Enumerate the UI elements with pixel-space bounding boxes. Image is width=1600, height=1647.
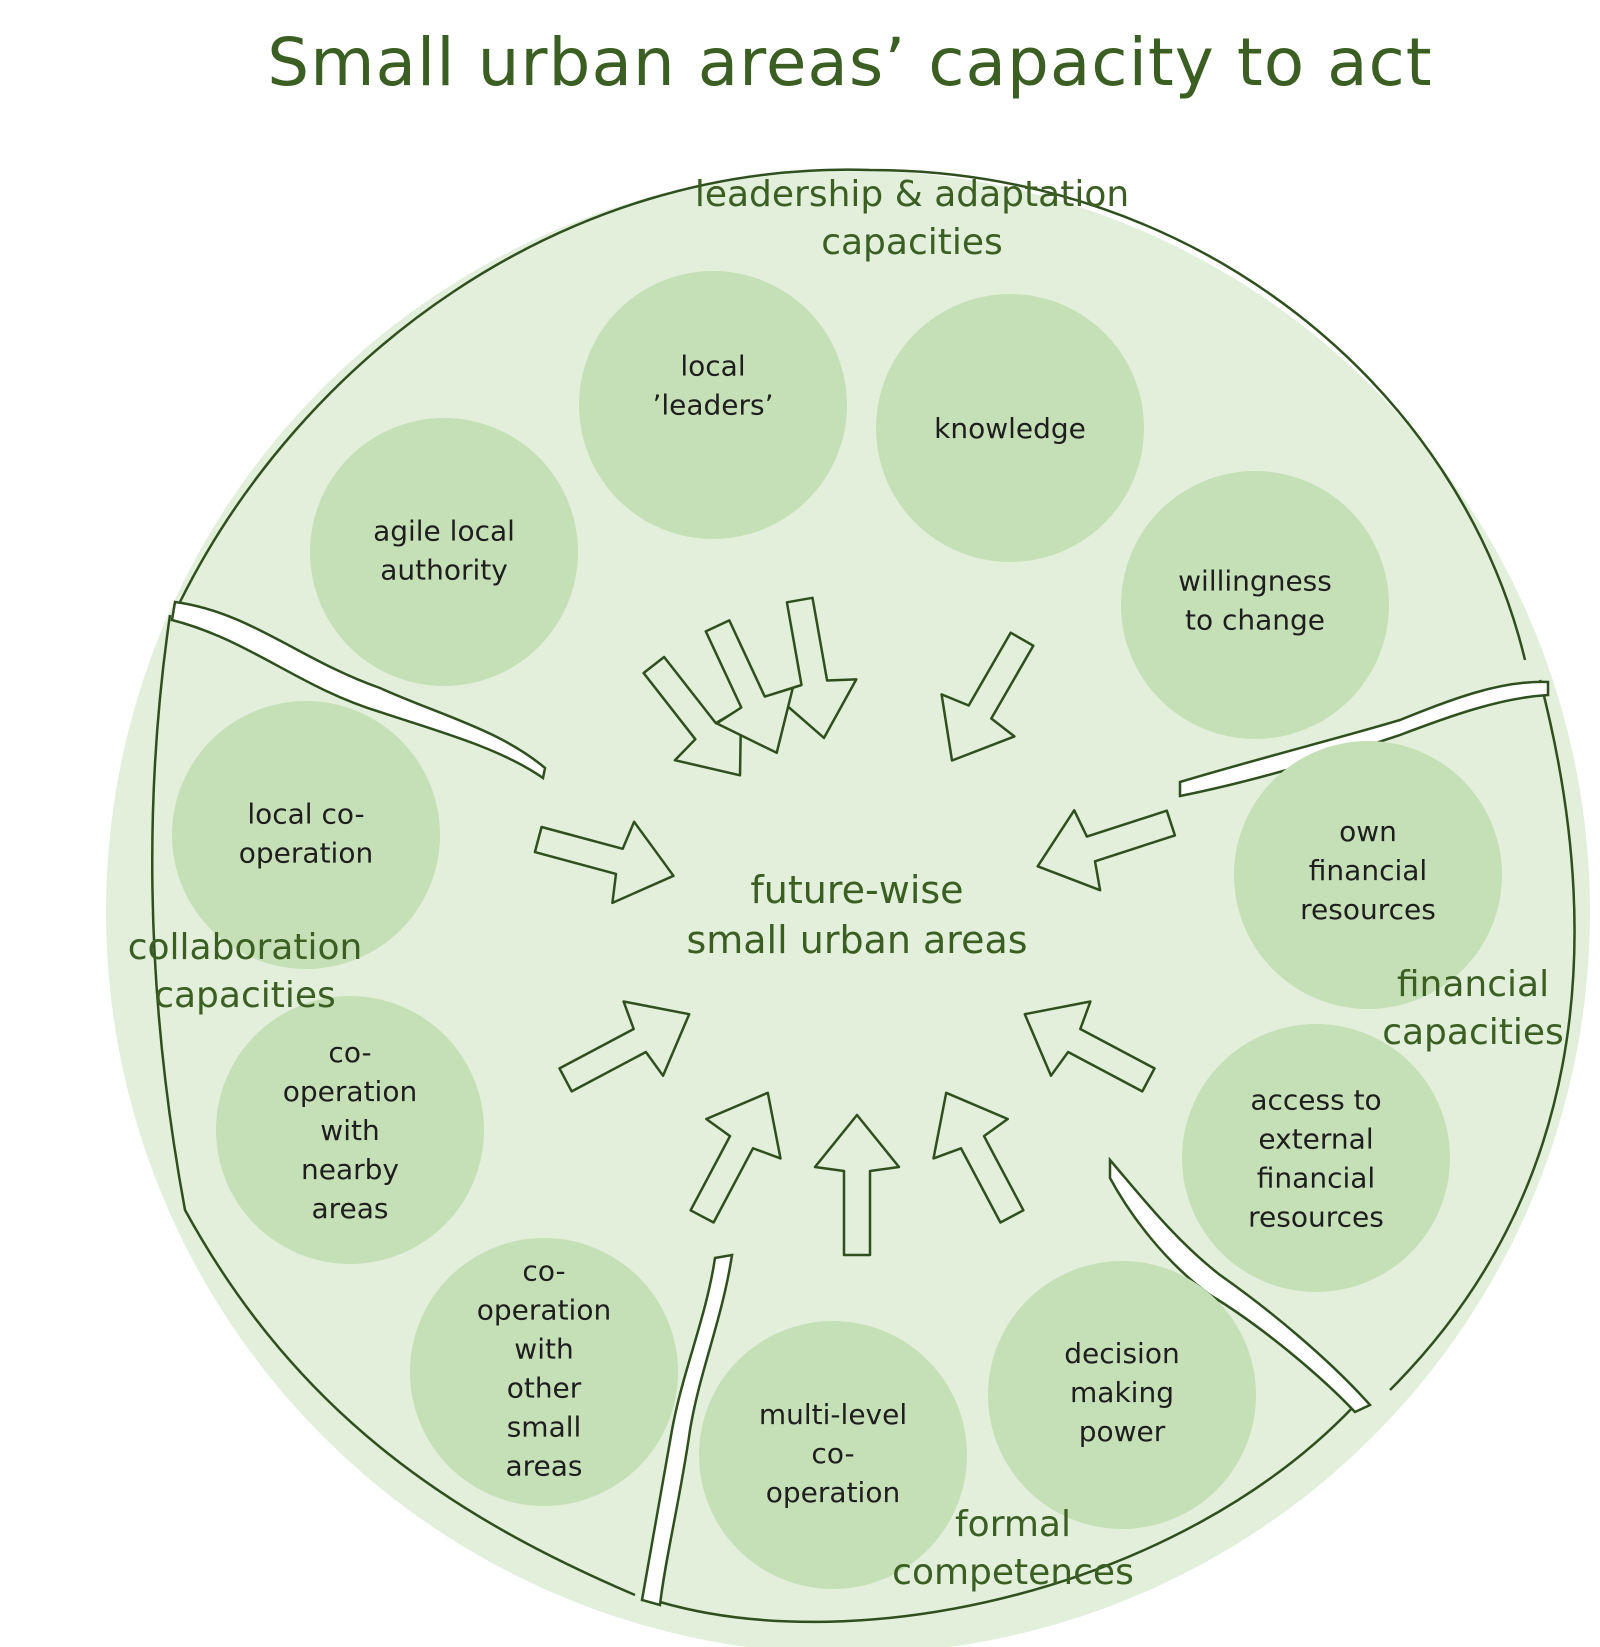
leadership-segment-outline [178,168,1527,661]
category-financial-line: financial [1397,964,1549,1005]
circle-willingness-to-change [1121,471,1389,739]
circle-cooperation-nearby-areas [216,996,484,1264]
label-multi-level-cooperation: multi-level co-operation [759,1398,907,1509]
label-cooperation-nearby-areas-line: areas [311,1192,388,1225]
label-decision-making-power-line: making [1070,1376,1174,1409]
inward-arrow [704,619,795,755]
label-own-financial-resources-line: financial [1309,854,1427,887]
inward-arrow [813,1113,901,1257]
label-access-external-financial: access to external financial resources [1248,1084,1384,1234]
label-local-cooperation-line: operation [239,837,373,870]
gap-leadership-collaboration [170,600,547,781]
category-leadership-line: capacities [821,222,1003,263]
label-local-leaders-line: local [680,350,745,383]
label-own-financial-resources-line: resources [1300,893,1436,926]
label-knowledge: knowledge [934,412,1086,445]
label-access-external-financial-line: access to [1250,1084,1381,1117]
category-formal-line: competences [892,1552,1134,1593]
label-agile-local-authority-line: authority [380,554,508,587]
inward-arrow [689,1091,782,1224]
category-financial: financial capacities [1382,964,1564,1053]
circle-own-financial-resources [1234,741,1502,1009]
category-collaboration-line: collaboration [128,927,363,968]
circle-multi-level-cooperation [699,1321,967,1589]
inward-arrow [940,631,1035,762]
label-access-external-financial-line: resources [1248,1201,1384,1234]
gap-financial-formal [1108,1156,1373,1414]
label-cooperation-other-small-areas-line: with [514,1333,573,1366]
label-own-financial-resources-line: own [1339,815,1397,848]
label-cooperation-nearby-areas-line: co- [328,1036,371,1069]
label-willingness-to-change-line: willingness [1178,565,1332,598]
financial-segment-outline [1389,679,1576,1391]
center-label-line: future-wise [750,868,963,912]
label-multi-level-cooperation-line: operation [766,1476,900,1509]
category-leadership: leadership & adaptation capacities [695,174,1129,263]
inward-arrow [1036,809,1177,892]
label-agile-local-authority: agile local authority [373,515,515,587]
category-leadership-line: leadership & adaptation [695,174,1129,215]
label-multi-level-cooperation-line: multi-level [759,1398,907,1431]
label-own-financial-resources: own financial resources [1300,815,1436,926]
label-access-external-financial-line: external [1258,1123,1373,1156]
circle-local-cooperation [172,701,440,969]
label-cooperation-other-small-areas-line: areas [505,1450,582,1483]
label-access-external-financial-line: financial [1257,1162,1375,1195]
circle-knowledge [876,294,1144,562]
label-decision-making-power: decision making power [1064,1337,1179,1448]
label-knowledge-line: knowledge [934,412,1086,445]
label-local-cooperation: local co-operation [239,798,373,870]
category-collaboration-line: capacities [154,975,336,1016]
segment-outlines [150,168,1576,1624]
category-formal-line: formal [955,1504,1071,1545]
center-label: future-wise small urban areas [686,868,1027,962]
label-local-leaders: local ’leaders’ [652,350,773,422]
label-agile-local-authority-line: agile local [373,515,515,548]
circle-decision-making-power [988,1261,1256,1529]
label-cooperation-nearby-areas-line: operation [283,1075,417,1108]
label-cooperation-nearby-areas-line: with [320,1114,379,1147]
capacity-circles [172,271,1502,1589]
label-willingness-to-change: willingness to change [1178,565,1332,637]
inward-arrow [558,1000,691,1093]
diagram-title: Small urban areas’ capacity to act [267,24,1433,101]
label-cooperation-other-small-areas-line: other [507,1372,582,1405]
collaboration-segment-outline [150,614,636,1597]
label-cooperation-nearby-areas-line: nearby [301,1153,399,1186]
inward-arrows [533,596,1177,1257]
gap-collaboration-formal [640,1253,734,1607]
circle-cooperation-other-small-areas [410,1238,678,1506]
category-collaboration: collaboration capacities [128,927,363,1016]
label-cooperation-other-small-areas-line: operation [477,1294,611,1327]
category-formal: formal competences [892,1504,1134,1593]
label-willingness-to-change-line: to change [1185,604,1325,637]
label-cooperation-other-small-areas-line: co- [522,1255,565,1288]
label-multi-level-cooperation-line: co- [811,1437,854,1470]
circle-access-external-financial [1182,1024,1450,1292]
circle-local-leaders [579,271,847,539]
label-cooperation-other-small-areas-line: small [507,1411,582,1444]
label-decision-making-power-line: decision [1064,1337,1179,1370]
center-label-line: small urban areas [686,918,1027,962]
formal-segment-outline [659,1404,1356,1624]
inward-arrow [1023,1000,1156,1093]
circle-agile-local-authority [310,418,578,686]
label-decision-making-power-line: power [1079,1415,1166,1448]
inward-arrow [533,820,675,905]
label-local-leaders-line: ’leaders’ [652,389,773,422]
label-cooperation-nearby-areas: co-operation with nearby areas [283,1036,417,1225]
category-financial-line: capacities [1382,1012,1564,1053]
label-local-cooperation-line: local co- [247,798,364,831]
label-cooperation-other-small-areas: co-operation with other small areas [477,1255,611,1483]
inward-arrow [932,1091,1025,1224]
